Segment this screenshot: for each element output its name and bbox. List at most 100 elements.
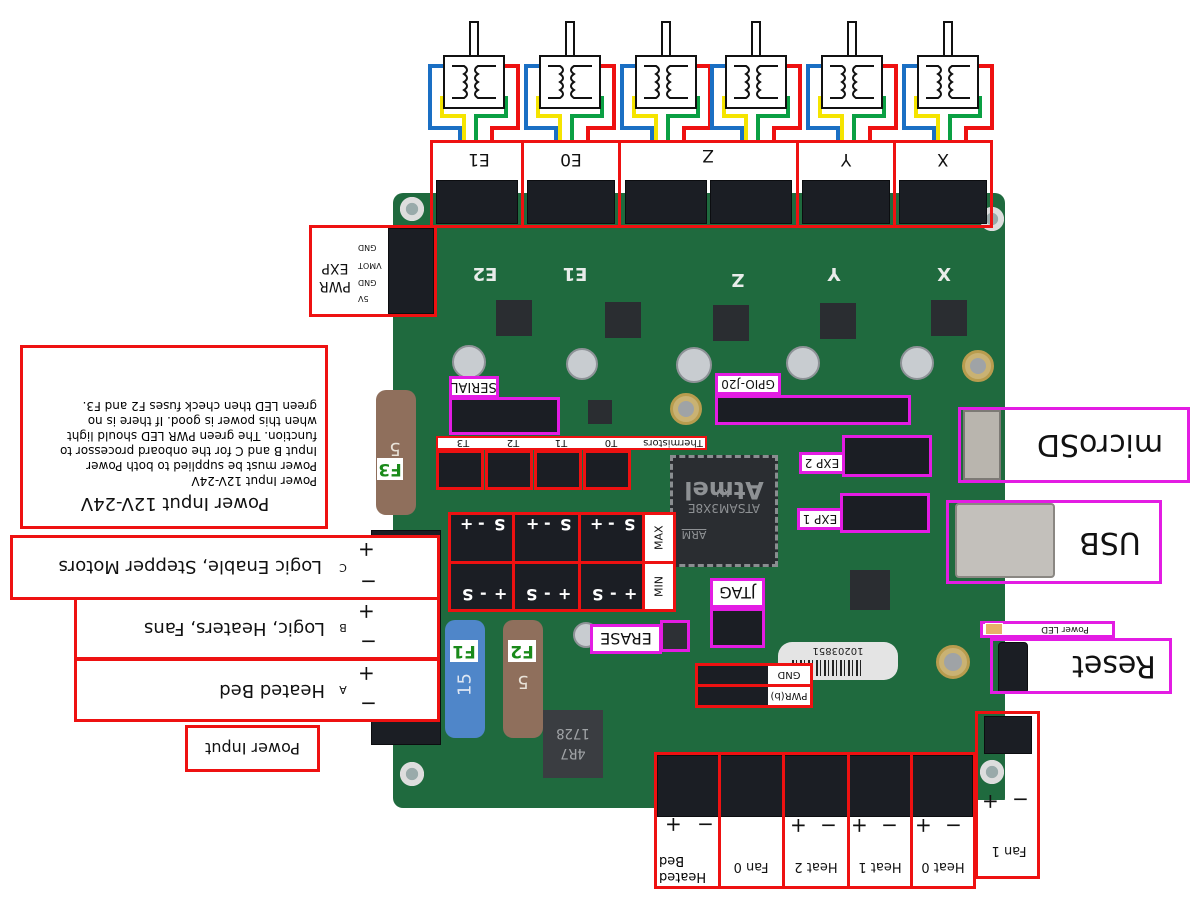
corner-vias	[978, 758, 1006, 786]
power-led-label: Power LED	[1041, 624, 1089, 634]
fan1-box	[975, 711, 1040, 879]
stepper-connector-e0[interactable]	[527, 180, 615, 224]
jtag-header[interactable]	[710, 608, 765, 648]
wire-red	[490, 64, 520, 140]
usb-connector[interactable]	[955, 503, 1055, 578]
erase-button[interactable]	[660, 620, 690, 652]
divider	[521, 140, 524, 228]
stepper-connector-z2[interactable]	[710, 180, 792, 224]
stepper-connector-e1[interactable]	[436, 180, 518, 224]
output-terminal-block[interactable]	[657, 755, 973, 817]
output-heat0-label: Heat 0	[921, 859, 965, 875]
power-info-line-1: Power Input 12V-24V	[191, 474, 317, 488]
fuse-f3-label: F3	[377, 458, 403, 480]
stepper-label-y: Y	[840, 149, 852, 169]
wire-red	[586, 64, 616, 140]
power-led-box	[980, 621, 1115, 638]
exp2-header[interactable]	[842, 435, 932, 477]
pwrb-label: PWR(b)	[768, 687, 810, 705]
pwr-exp-connector[interactable]	[388, 228, 434, 314]
endstop-max-plus: +	[460, 515, 474, 534]
divider	[910, 752, 913, 889]
motor-body	[917, 55, 979, 109]
stepper-connector-y[interactable]	[802, 180, 890, 224]
pwr-exp-pin-5v: 5V	[358, 294, 369, 304]
thermistor-connector-t1[interactable]	[534, 450, 582, 490]
endstop-min-signal: S	[526, 585, 538, 604]
stepper-label-e1: E1	[468, 149, 490, 169]
mounting-hole	[670, 393, 702, 425]
stepper-connector-x[interactable]	[899, 180, 987, 224]
output-heated-bed-plus: +	[665, 813, 682, 837]
motor-shaft	[661, 21, 671, 57]
thermistor-label-t0: T0	[604, 437, 618, 449]
output-heat2-plus: +	[790, 814, 807, 838]
capacitor	[900, 346, 934, 380]
output-heat2-label: Heat 2	[794, 859, 838, 875]
stepper-label-z: Z	[702, 145, 714, 165]
wire-blue	[428, 64, 462, 140]
power-input-b-letter: B	[339, 621, 347, 635]
pwr-exp-label-bg	[312, 228, 386, 314]
fuse-f1[interactable]	[445, 620, 485, 738]
jtag-label: JTAG	[710, 578, 765, 608]
fuse-f2-label: F2	[508, 640, 536, 662]
fuse-f3[interactable]	[376, 390, 416, 515]
thermistor-connector-t3[interactable]	[436, 450, 484, 490]
usb-bridge-chip	[850, 570, 890, 610]
motor-shaft	[943, 21, 953, 57]
endstop-divider-v1	[512, 512, 515, 612]
motor-coil-a	[830, 65, 846, 99]
microsd-box	[958, 407, 1190, 483]
motor-coil-b	[756, 65, 778, 99]
wire-blue	[902, 64, 936, 140]
motor-shaft	[751, 21, 761, 57]
power-input-a-box	[74, 658, 440, 722]
fuse-f2[interactable]	[503, 620, 543, 738]
fan1-label-bg	[978, 800, 1037, 876]
endstop-min-signal: S	[462, 585, 474, 604]
endstop-min-signal: S	[592, 585, 604, 604]
fan1-connector[interactable]	[984, 716, 1032, 754]
microsd-slot[interactable]	[963, 410, 1001, 480]
pwr-exp-pin-vmot: VMOT	[358, 261, 382, 271]
fuse-f1-label: F1	[450, 640, 478, 662]
stepper-connector-box	[430, 140, 993, 228]
endstop-max-minus: -	[544, 515, 551, 534]
stepper-connector-z1[interactable]	[625, 180, 707, 224]
output-heat1-label: Heat 1	[858, 859, 902, 875]
fuse-f3-rating: 5	[389, 438, 401, 460]
output-heated-bed-line-2: Bed	[659, 853, 685, 868]
capacitor	[566, 348, 598, 380]
wire-red	[868, 64, 898, 140]
thermistor-label-t3: T3	[456, 437, 470, 449]
power-input-b-minus: −	[360, 630, 377, 654]
motor-coil-b	[852, 65, 874, 99]
motor-body	[443, 55, 505, 109]
thermistor-connector-t2[interactable]	[485, 450, 533, 490]
gpio-j20-header[interactable]	[715, 395, 911, 425]
output-heat1-plus: +	[851, 814, 868, 838]
fan1-label: Fan 1	[991, 843, 1027, 859]
serial-header[interactable]	[449, 397, 560, 435]
divider	[718, 752, 721, 889]
thermistor-label-t2: T2	[506, 437, 520, 449]
thermistor-connector-t0[interactable]	[583, 450, 631, 490]
endstop-divider-h	[448, 561, 676, 564]
power-info-line-6: green LED then check fuses F2 and F3.	[82, 399, 317, 413]
exp1-header[interactable]	[840, 493, 930, 533]
pwr-exp-title-exp: EXP	[321, 260, 349, 276]
wire-blue	[710, 64, 744, 140]
eeprom-chip	[588, 400, 612, 424]
motor-body	[539, 55, 601, 109]
gpio-j20-label: GPIO-J20	[715, 373, 781, 395]
wire-blue	[524, 64, 558, 140]
reset-switch[interactable]	[998, 642, 1028, 694]
motor-body	[635, 55, 697, 109]
mounting-hole	[962, 350, 994, 382]
pwr-exp-box	[309, 225, 437, 317]
fan1-minus: −	[1012, 788, 1029, 812]
wire-blue	[806, 64, 840, 140]
fuse-f2-rating: 5	[517, 671, 529, 693]
